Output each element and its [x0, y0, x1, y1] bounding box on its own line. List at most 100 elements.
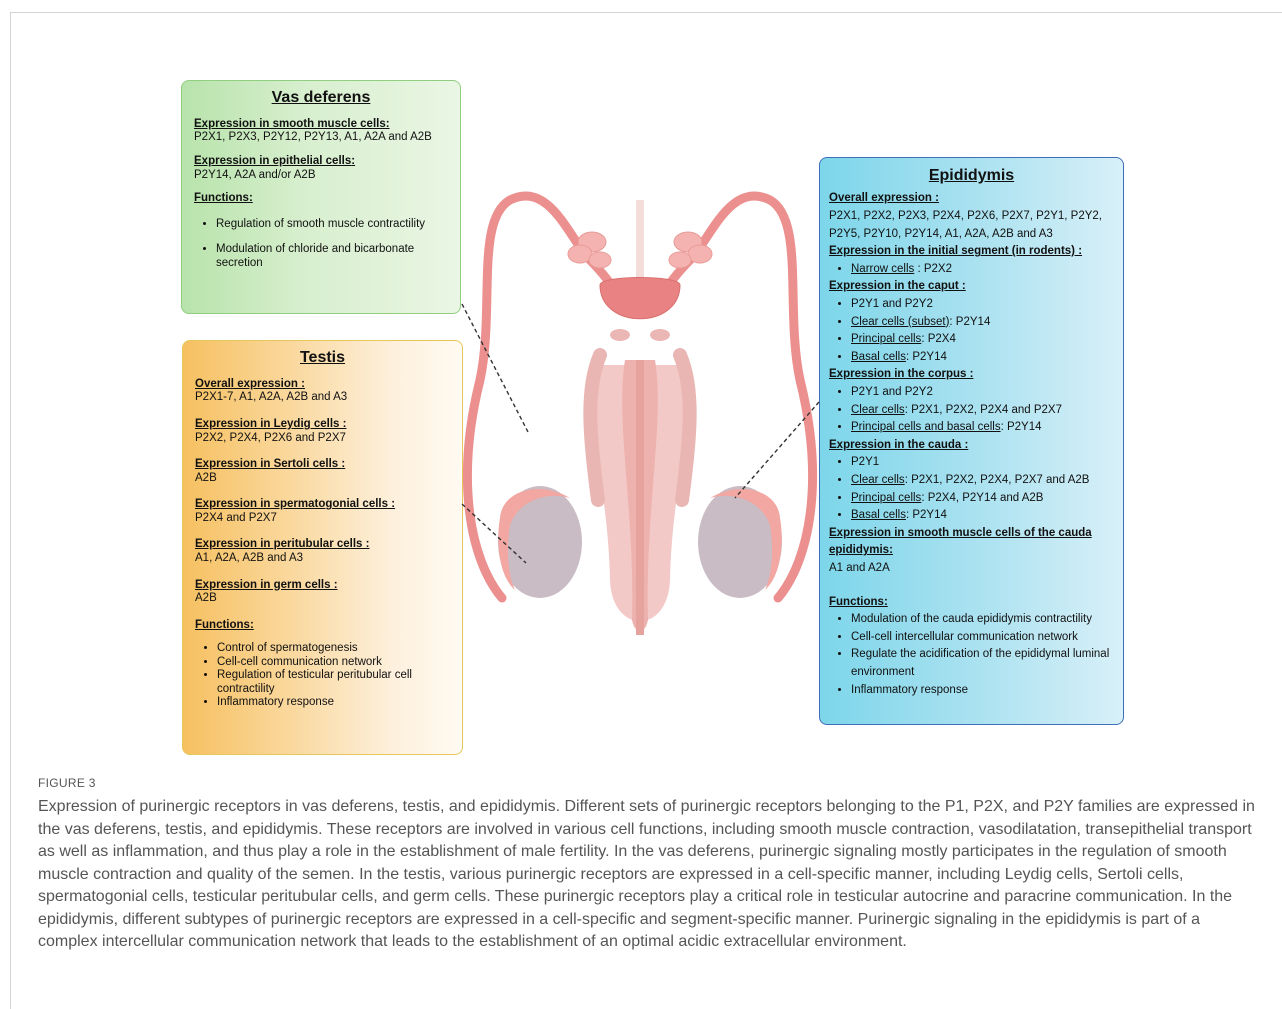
- testis-spermatogonial-heading-text: Expression in spermatogonial cells: [195, 498, 388, 510]
- figure-caption-text: Expression of purinergic receptors in va…: [38, 796, 1258, 954]
- epi-receptors: : P2Y14: [1001, 421, 1042, 433]
- epi-cauda-heading: Expression in the cauda :: [829, 437, 1114, 455]
- testis-function-item: Regulation of testicular peritubular cel…: [217, 669, 450, 696]
- testis-sertoli-text: A2B: [195, 472, 450, 486]
- vas-deferens-title: Vas deferens: [194, 89, 448, 108]
- vas-epithelial-heading: Expression in epithelial cells:: [194, 155, 448, 169]
- epididymis-title: Epididymis: [829, 164, 1114, 188]
- testis-title: Testis: [195, 349, 450, 368]
- testis-sertoli-heading-text: Expression in Sertoli cells: [195, 458, 341, 470]
- epi-receptors: : P2X4: [921, 333, 956, 345]
- epi-receptors: : P2Y14: [906, 509, 947, 521]
- epi-cell-type: Clear cells: [851, 404, 905, 416]
- bulbourethral-gland-left: [610, 329, 630, 341]
- testis-germ-heading-text: Expression in germ cells: [195, 579, 331, 591]
- epi-initial-heading: Expression in the initial segment (in ro…: [829, 243, 1114, 261]
- epi-caput-item: Clear cells (subset): P2Y14: [851, 314, 1114, 332]
- epi-receptors: : P2X1, P2X2, P2X4, P2X7 and A2B: [905, 474, 1090, 486]
- epi-initial-list: Narrow cells : P2X2: [829, 261, 1114, 279]
- epi-cauda-item: Principal cells: P2X4, P2Y14 and A2B: [851, 490, 1114, 508]
- epi-receptors: : P2X4, P2Y14 and A2B: [921, 492, 1043, 504]
- testis-peritubular-colon: :: [362, 538, 369, 550]
- epididymis-box: Epididymis Overall expression : P2X1, P2…: [819, 157, 1124, 725]
- testis-germ-colon: :: [331, 579, 338, 591]
- testis-germ-heading: Expression in germ cells :: [195, 579, 450, 593]
- testis-leydig-text: P2X2, P2X4, P2X6 and P2X7: [195, 432, 450, 446]
- vas-epithelial-text: P2Y14, A2A and/or A2B: [194, 169, 448, 183]
- testis-spermatogonial-heading: Expression in spermatogonial cells :: [195, 498, 450, 512]
- figure-caption: FIGURE 3 Expression of purinergic recept…: [38, 760, 1258, 954]
- epi-cell-type: Basal cells: [851, 509, 906, 521]
- urethra: [636, 360, 644, 635]
- epi-cell-type: Principal cells: [851, 492, 921, 504]
- epi-caput-heading: Expression in the caput :: [829, 278, 1114, 296]
- epi-corpus-item: Principal cells and basal cells: P2Y14: [851, 419, 1114, 437]
- vas-functions-list: Regulation of smooth muscle contractilit…: [194, 218, 448, 271]
- figure-top-border: [10, 12, 1282, 13]
- epi-functions-list: Modulation of the cauda epididymis contr…: [829, 611, 1114, 699]
- epi-corpus-list: P2Y1 and P2Y2 Clear cells: P2X1, P2X2, P…: [829, 384, 1114, 437]
- epi-caput-item: Principal cells: P2X4: [851, 331, 1114, 349]
- urethra-top: [636, 200, 644, 285]
- epi-cell-type: Basal cells: [851, 351, 906, 363]
- vas-smooth-text: P2X1, P2X3, P2Y12, P2Y13, A1, A2A and A2…: [194, 131, 448, 145]
- figure-left-border: [10, 12, 11, 1009]
- testis-peritubular-heading: Expression in peritubular cells :: [195, 538, 450, 552]
- vas-functions-heading: Functions:: [194, 192, 448, 206]
- figure-label: FIGURE 3: [38, 776, 1258, 790]
- epi-overall-heading: Overall expression :: [829, 190, 1114, 208]
- vas-function-item: Regulation of smooth muscle contractilit…: [216, 218, 448, 232]
- epi-functions-heading: Functions:: [829, 594, 1114, 612]
- epi-function-item: Cell-cell intercellular communication ne…: [851, 629, 1114, 647]
- epi-caput-list: P2Y1 and P2Y2 Clear cells (subset): P2Y1…: [829, 296, 1114, 366]
- vas-epithelial-heading-text: Expression in epithelial cells: [194, 155, 351, 167]
- testis-germ-text: A2B: [195, 592, 450, 606]
- vas-deferens-box: Vas deferens Expression in smooth muscle…: [181, 80, 461, 314]
- prostate-gland: [600, 278, 680, 319]
- male-reproductive-anatomy-illustration: [440, 180, 840, 650]
- testis-spermatogonial-text: P2X4 and P2X7: [195, 512, 450, 526]
- epi-receptors: : P2X2: [914, 263, 952, 275]
- epi-cauda-item: Clear cells: P2X1, P2X2, P2X4, P2X7 and …: [851, 472, 1114, 490]
- testis-overall-text: P2X1-7, A1, A2A, A2B and A3: [195, 391, 450, 405]
- epi-cauda-item: P2Y1: [851, 454, 1114, 472]
- vas-function-item: Modulation of chloride and bicarbonate s…: [216, 243, 448, 270]
- epi-receptors: : P2Y14: [906, 351, 947, 363]
- epi-caput-item: P2Y1 and P2Y2: [851, 296, 1114, 314]
- epi-function-item: Inflammatory response: [851, 682, 1114, 700]
- testis-functions-list: Control of spermatogenesis Cell-cell com…: [195, 642, 450, 710]
- epi-receptors: : P2X1, P2X2, P2X4 and P2X7: [905, 404, 1062, 416]
- testis-function-item: Inflammatory response: [217, 696, 450, 710]
- epi-cell-type: Narrow cells: [851, 263, 914, 275]
- epi-caput-item: Basal cells: P2Y14: [851, 349, 1114, 367]
- epi-cell-type: Clear cells: [851, 474, 905, 486]
- testis-box: Testis Overall expression : P2X1-7, A1, …: [182, 340, 463, 755]
- testis-spermatogonial-colon: :: [388, 498, 395, 510]
- epi-overall-text: P2X1, P2X2, P2X3, P2X4, P2X6, P2X7, P2Y1…: [829, 208, 1114, 243]
- testis-function-item: Control of spermatogenesis: [217, 642, 450, 656]
- epi-function-item: Regulate the acidification of the epidid…: [851, 646, 1114, 681]
- vas-epithelial-colon: :: [351, 155, 355, 167]
- spacer: [829, 578, 1114, 594]
- bulbourethral-gland-right: [650, 329, 670, 341]
- epi-smooth-heading: Expression in smooth muscle cells of the…: [829, 525, 1114, 560]
- testis-sertoli-heading: Expression in Sertoli cells :: [195, 458, 450, 472]
- epi-corpus-heading: Expression in the corpus :: [829, 366, 1114, 384]
- epi-cell-type: Clear cells (subset): [851, 316, 949, 328]
- testis-overall-heading: Overall expression :: [195, 378, 450, 392]
- epi-function-item: Modulation of the cauda epididymis contr…: [851, 611, 1114, 629]
- epi-cell-type: Principal cells: [851, 333, 921, 345]
- epi-receptors: : P2Y14: [949, 316, 990, 328]
- epi-corpus-item: P2Y1 and P2Y2: [851, 384, 1114, 402]
- testis-leydig-heading: Expression in Leydig cells :: [195, 418, 450, 432]
- testis-peritubular-heading-text: Expression in peritubular cells: [195, 538, 362, 550]
- testis-sertoli-colon: :: [341, 458, 345, 470]
- testis-peritubular-text: A1, A2A, A2B and A3: [195, 552, 450, 566]
- epi-smooth-text: A1 and A2A: [829, 560, 1114, 578]
- epi-corpus-item: Clear cells: P2X1, P2X2, P2X4 and P2X7: [851, 402, 1114, 420]
- epi-cauda-list: P2Y1 Clear cells: P2X1, P2X2, P2X4, P2X7…: [829, 454, 1114, 524]
- testis-function-item: Cell-cell communication network: [217, 656, 450, 670]
- testis-functions-heading: Functions:: [195, 619, 450, 633]
- epi-cauda-item: Basal cells: P2Y14: [851, 507, 1114, 525]
- vas-smooth-heading: Expression in smooth muscle cells:: [194, 118, 448, 132]
